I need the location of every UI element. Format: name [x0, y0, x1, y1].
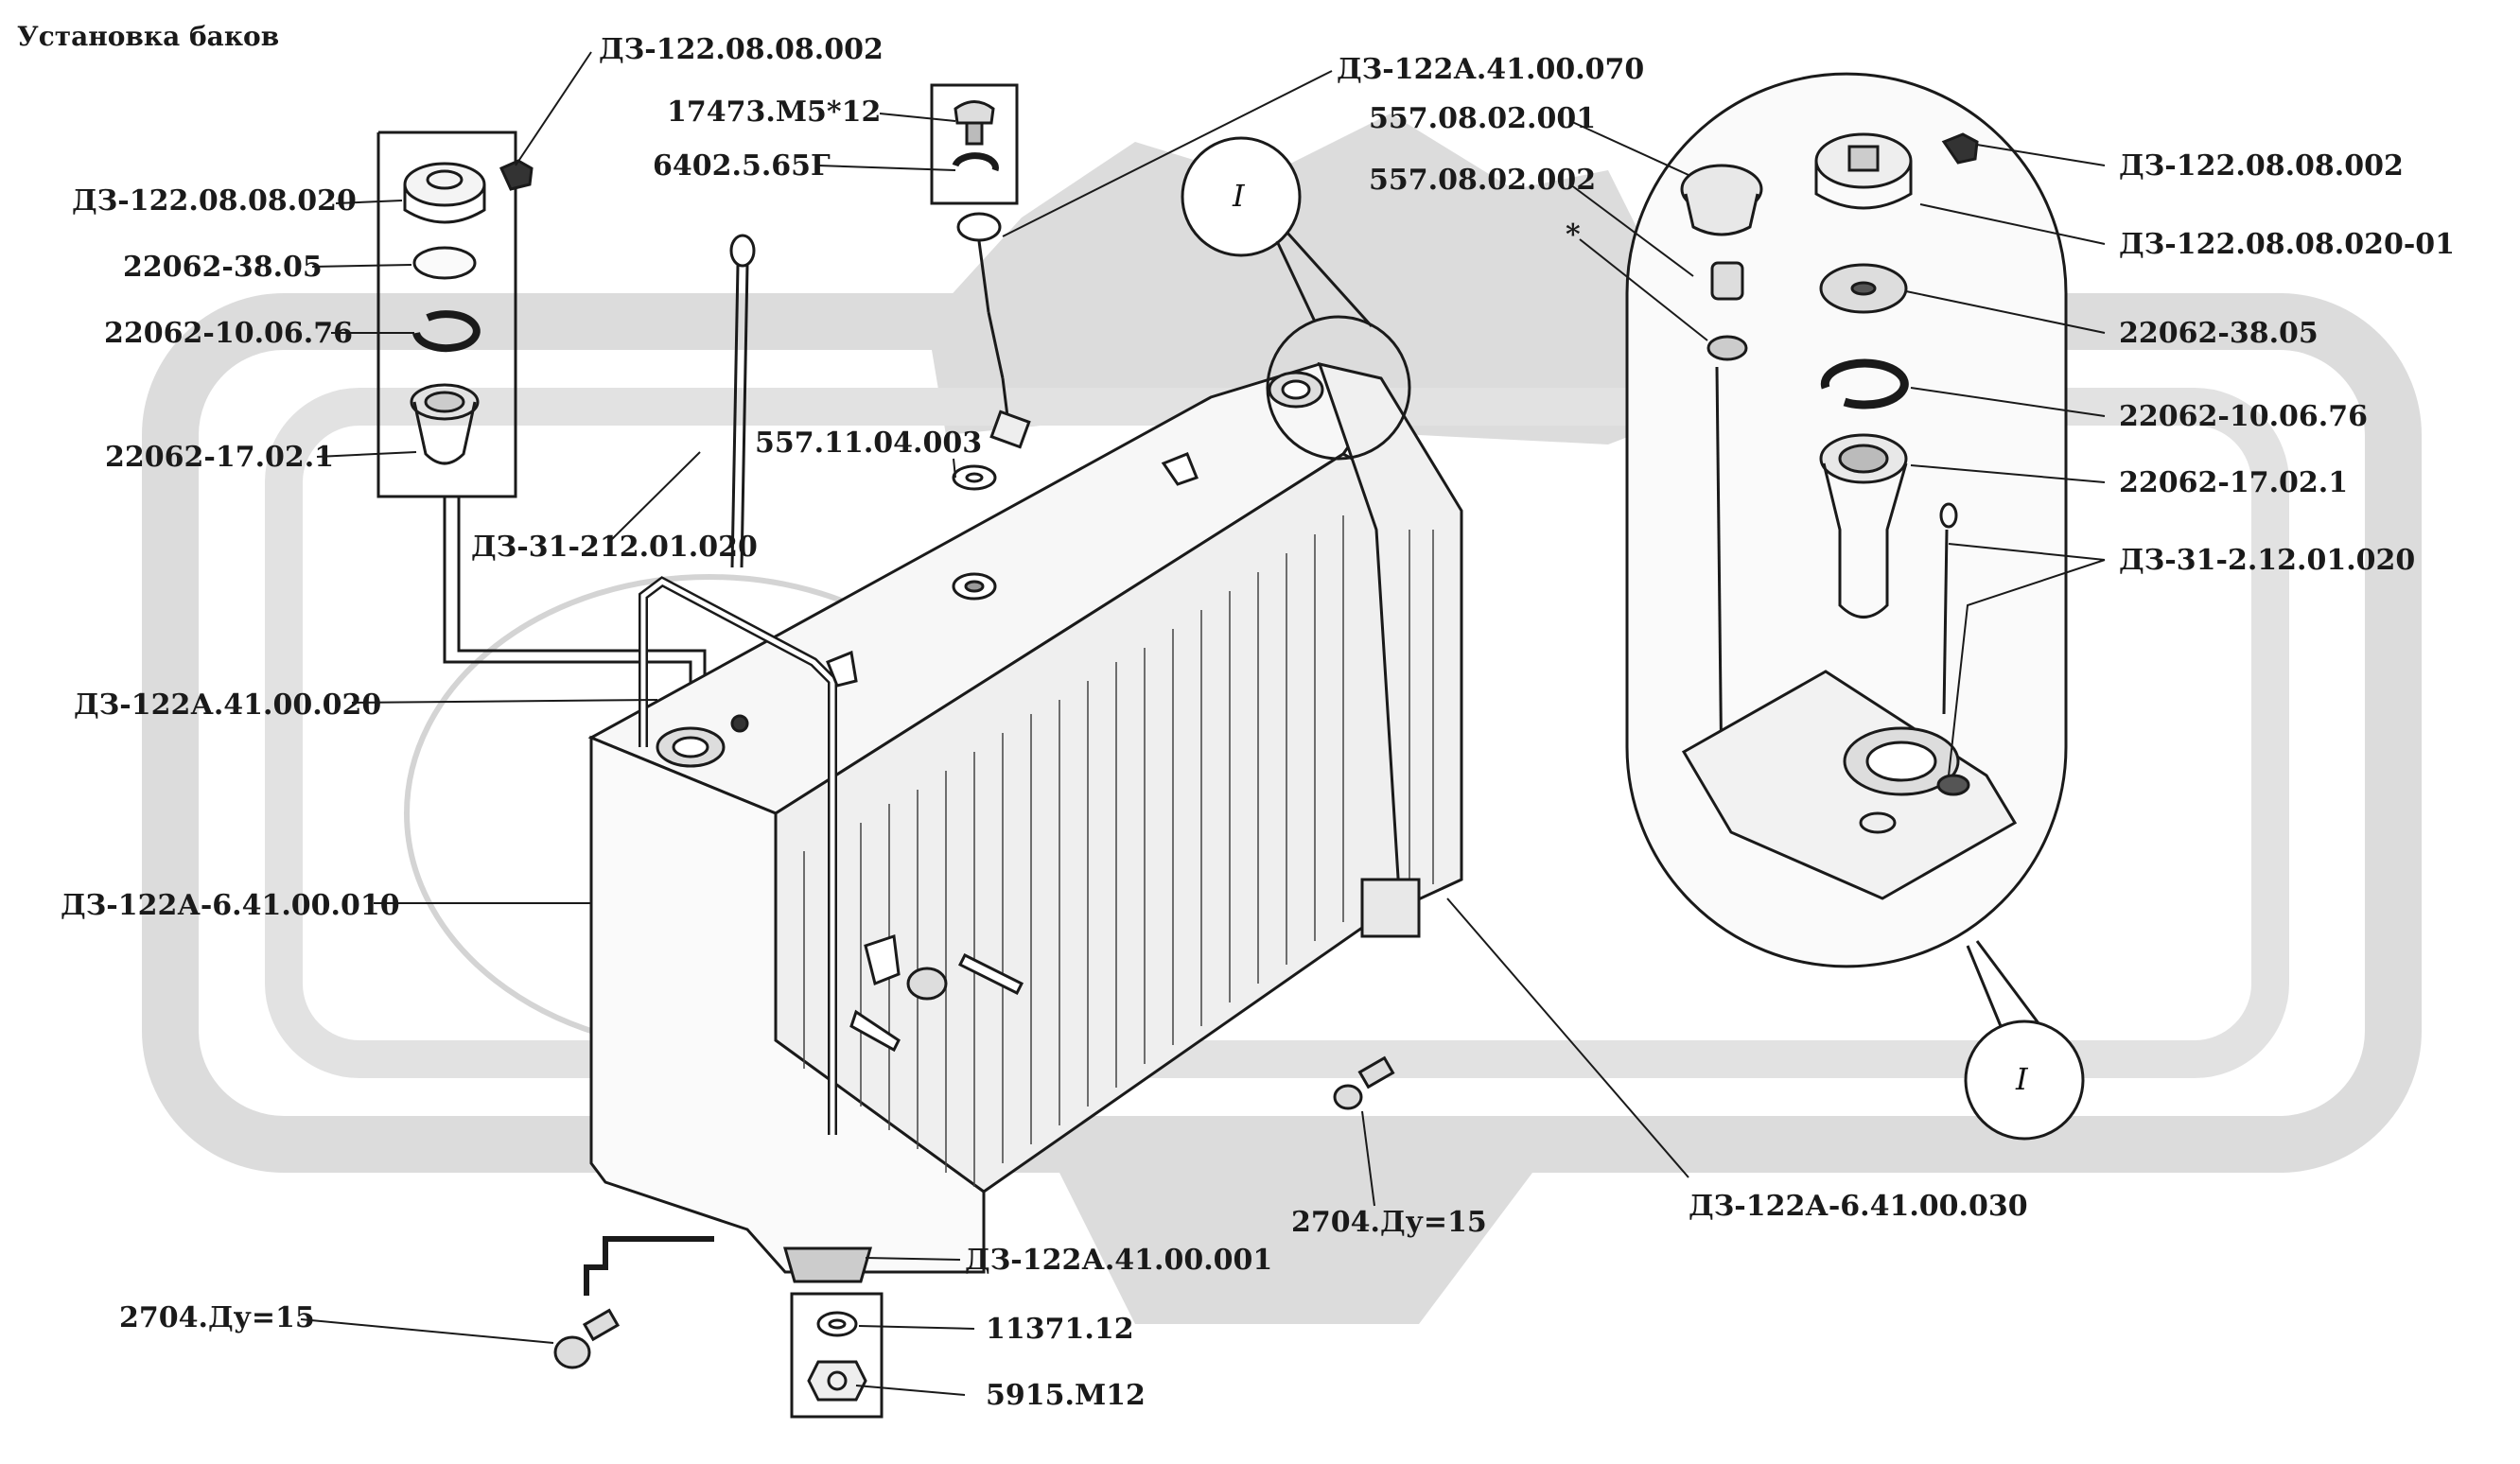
callout-label: 17473.М5*12: [667, 96, 881, 129]
detail-marker-bottom: I: [2015, 1061, 2029, 1097]
bolt-washer-group: [930, 83, 1031, 491]
callout-labels: ДЗ-122.08.08.002 ДЗ-122А.41.00.070 17473…: [61, 33, 2455, 1412]
callout-label: 22062-17.02.1: [105, 441, 334, 474]
callout-label: ДЗ-122А-6.41.00.030: [1689, 1190, 2028, 1223]
callout-label: ДЗ-122А-6.41.00.010: [61, 889, 400, 922]
callout-label: ДЗ-122А.41.00.020: [74, 688, 381, 722]
detail-marker-top: I: [1232, 178, 1246, 214]
callout-label: 557.08.02.002: [1369, 164, 1596, 197]
callout-label: 11371.12: [986, 1313, 1134, 1346]
drain-cock-left: [553, 1308, 621, 1369]
callout-label: 22062-10.06.76: [104, 317, 353, 350]
callout-label: 2704.Ду=15: [1291, 1206, 1487, 1239]
callout-label: 5915.М12: [986, 1379, 1146, 1412]
callout-label: ДЗ-122.08.08.020: [72, 184, 357, 218]
callout-label: 6402.5.65Г: [653, 149, 831, 183]
callout-label: ДЗ-122А.41.00.070: [1337, 53, 1644, 86]
detail-circle-top: [1181, 136, 1411, 461]
callout-label: 557.08.02.001: [1369, 102, 1596, 135]
diagram-title: Установка баков: [17, 21, 279, 52]
callout-label: ДЗ-31-212.01.020: [471, 531, 758, 564]
dipstick: [729, 234, 756, 568]
detail-view-I: [1625, 72, 2068, 968]
callout-label: 2704.Ду=15: [119, 1301, 315, 1334]
detail-circle-bottom: [1964, 940, 2085, 1141]
watermark-logo: [142, 113, 2422, 1324]
callout-label: ДЗ-122.08.08.020-01: [2119, 228, 2455, 261]
callout-label: 22062-10.06.76: [2119, 400, 2368, 433]
callout-label: ДЗ-122А.41.00.001: [965, 1244, 1272, 1277]
callout-label: 22062-38.05: [123, 251, 323, 284]
fuel-tank: [584, 361, 1463, 1296]
callout-label: *: [1566, 218, 1581, 252]
callout-label: ДЗ-122.08.08.002: [2119, 149, 2404, 183]
drain-cock-middle: [1333, 1055, 1395, 1110]
leader-lines: [300, 51, 2106, 1396]
callout-label: ДЗ-122.08.08.002: [599, 33, 884, 66]
callout-label: 22062-38.05: [2119, 317, 2319, 350]
bottom-fastener-group: [790, 1292, 884, 1419]
callout-label: ДЗ-31-2.12.01.020: [2119, 544, 2415, 577]
callout-label: 557.11.04.003: [755, 427, 982, 460]
callout-label: 22062-17.02.1: [2119, 466, 2348, 499]
